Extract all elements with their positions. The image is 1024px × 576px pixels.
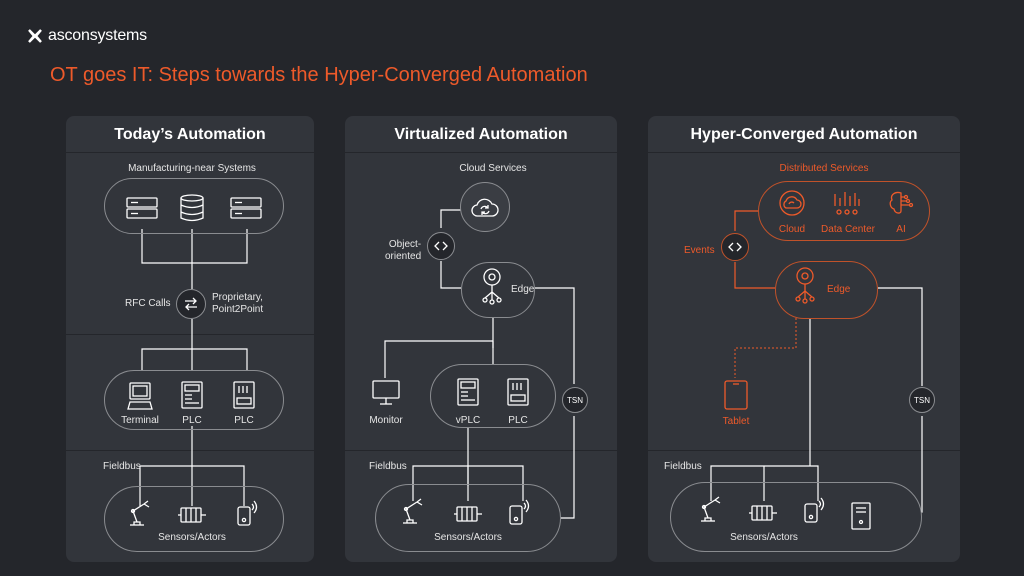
- terminal-icon: [127, 382, 153, 410]
- tablet-icon: [724, 380, 748, 410]
- systems-group: [104, 178, 284, 234]
- cloud-sync-icon: [471, 198, 499, 217]
- robot-arm-icon: [130, 500, 150, 526]
- edge-group: [461, 262, 535, 318]
- object-oriented-label: Object- oriented: [385, 239, 422, 262]
- divider: [648, 450, 960, 451]
- panel-today: Today’s Automation Manufacturing-near Sy…: [66, 116, 314, 562]
- protocol-switch-node: [176, 289, 206, 319]
- fieldbus-label: Fieldbus: [369, 461, 407, 472]
- connection-lines: [384, 209, 575, 519]
- fieldbus-label: Fieldbus: [664, 461, 702, 472]
- plc-label: PLC: [508, 415, 528, 426]
- plc-label: PLC: [182, 415, 202, 426]
- events-node: [721, 233, 749, 261]
- data-center-icon: [834, 192, 860, 215]
- ascon-logo-icon: [28, 29, 42, 43]
- page-title: OT goes IT: Steps towards the Hyper-Conv…: [50, 64, 588, 86]
- ai-brain-icon: [889, 191, 914, 214]
- distributed-services-label: Distributed Services: [779, 163, 869, 174]
- vplc-label: vPLC: [455, 415, 481, 426]
- cloud-node: [460, 182, 510, 232]
- sensors-group: [670, 482, 922, 552]
- tsn-node: TSN: [562, 387, 588, 413]
- fieldbus-label: Fieldbus: [103, 461, 141, 472]
- robot-arm-icon: [701, 496, 721, 522]
- motor-icon: [178, 507, 206, 523]
- sensors-label: Sensors/Actors: [158, 532, 226, 543]
- rfc-calls-label: RFC Calls: [125, 298, 171, 309]
- ai-label: AI: [896, 224, 906, 235]
- sensors-group: [375, 484, 561, 552]
- terminal-label: Terminal: [121, 415, 159, 426]
- panel-title: Virtualized Automation: [394, 126, 568, 143]
- divider: [345, 450, 617, 451]
- plc-icon: [507, 378, 529, 406]
- brand-logo: asconsystems: [28, 27, 147, 45]
- plc-icon: [233, 381, 255, 409]
- server-icon: [230, 197, 262, 219]
- sensors-label: Sensors/Actors: [434, 532, 502, 543]
- edge-group: [775, 261, 878, 319]
- panel-hyper: Hyper-Converged Automation Distributed S…: [648, 116, 960, 562]
- swap-arrows-icon: [185, 297, 197, 311]
- sensors-group: [104, 486, 284, 552]
- controller-box-icon: [851, 502, 871, 530]
- panel-virtualized: Virtualized Automation Cloud Services Ob…: [345, 116, 617, 562]
- brand-name: asconsystems: [48, 27, 147, 44]
- divider: [66, 334, 314, 335]
- panel-title: Hyper-Converged Automation: [690, 126, 918, 143]
- divider: [66, 152, 314, 153]
- wireless-sensor-icon: [509, 499, 530, 525]
- tsn-label: TSN: [567, 395, 583, 405]
- cloud-services-label: Cloud Services: [459, 163, 527, 174]
- monitor-label: Monitor: [369, 415, 403, 426]
- cloud-sync-icon: [779, 190, 805, 216]
- tsn-node: TSN: [909, 387, 935, 413]
- panel-title: Today’s Automation: [114, 126, 266, 143]
- tablet-label: Tablet: [722, 416, 750, 427]
- edge-hub-icon: [795, 267, 815, 304]
- robot-arm-icon: [403, 498, 423, 524]
- server-icon: [126, 197, 158, 219]
- wireless-sensor-icon: [237, 500, 258, 526]
- plc-label: PLC: [234, 415, 254, 426]
- controllers-group: [430, 364, 556, 428]
- wireless-sensor-icon: [804, 497, 825, 523]
- edge-label: Edge: [511, 284, 535, 295]
- events-label: Events: [684, 245, 715, 256]
- motor-icon: [454, 506, 482, 522]
- divider: [648, 152, 960, 153]
- motor-icon: [749, 505, 777, 521]
- vplc-icon: [457, 378, 479, 406]
- systems-label: Manufacturing-near Systems: [128, 163, 256, 174]
- proprietary-label: Proprietary, Point2Point: [212, 292, 264, 315]
- plc-icon: [181, 381, 203, 409]
- divider: [66, 450, 314, 451]
- controllers-group: [104, 370, 284, 430]
- code-brackets-icon: [728, 242, 742, 252]
- code-node: [427, 232, 455, 260]
- edge-label: Edge: [827, 284, 851, 295]
- cloud-label: Cloud: [778, 224, 806, 235]
- monitor-icon: [372, 380, 400, 405]
- divider: [345, 152, 617, 153]
- edge-hub-icon: [482, 268, 502, 305]
- distributed-services-group: [758, 181, 930, 241]
- sensors-label: Sensors/Actors: [730, 532, 798, 543]
- code-brackets-icon: [434, 241, 448, 251]
- database-icon: [180, 194, 204, 222]
- data-center-label: Data Center: [821, 224, 875, 235]
- tsn-label: TSN: [914, 395, 930, 405]
